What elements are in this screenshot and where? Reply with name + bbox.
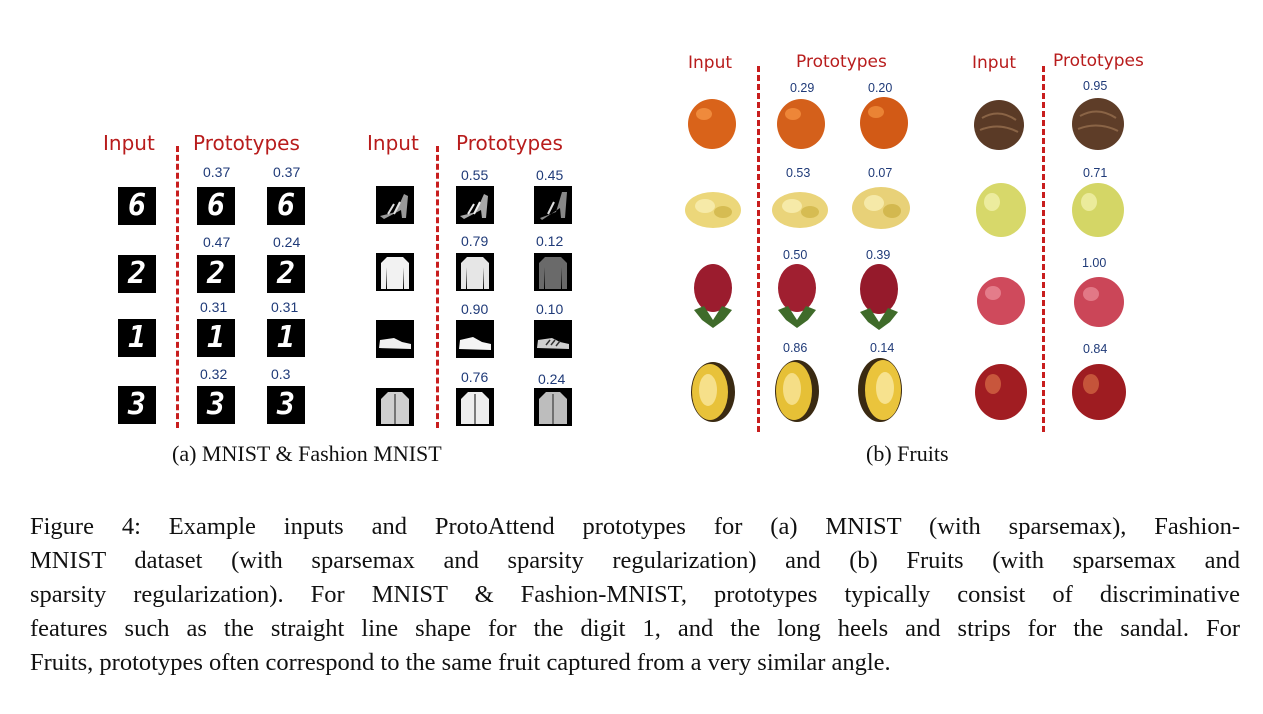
jacket-icon: [534, 388, 572, 426]
divider-dashed: [176, 146, 179, 428]
mnist-prototype-digit: 1: [197, 319, 235, 357]
lemon-half-icon: [775, 360, 819, 422]
prototype-score: 0.10: [536, 301, 564, 317]
sneaker-icon: [456, 320, 494, 358]
mnist-input-digit: 1: [118, 319, 156, 357]
green-apple-icon: [976, 183, 1026, 237]
lemon-half-icon: [691, 362, 735, 422]
prototype-score: 0.76: [461, 369, 489, 385]
caption-line: MNIST dataset (with sparsemax and sparsi…: [30, 547, 1240, 574]
yellow-flower-fruit-icon: [772, 192, 828, 228]
prototype-score: 0.37: [273, 164, 301, 180]
caption-line: sparsity regularization). For MNIST & Fa…: [30, 581, 1240, 608]
header-input: Input: [688, 53, 733, 73]
prototype-score: 0.29: [790, 81, 815, 95]
figure-caption: Figure 4: Example inputs and ProtoAttend…: [30, 510, 1240, 680]
prototype-score: 0.90: [461, 301, 489, 317]
mnist-prototype-digit: 6: [197, 187, 235, 225]
prototype-score: 0.79: [461, 233, 489, 249]
mnist-input-digit: 6: [118, 187, 156, 225]
prototype-score: 0.50: [783, 248, 808, 262]
prototype-score: 0.71: [1083, 166, 1108, 180]
sandal-icon: [376, 186, 414, 224]
mnist-prototype-digit: 1: [267, 319, 305, 357]
prototype-score: 0.31: [200, 299, 228, 315]
prototype-score: 0.07: [868, 166, 893, 180]
yellow-flower-fruit-icon: [685, 192, 741, 228]
mnist-prototype-digit: 3: [197, 386, 235, 424]
red-apple-icon: [975, 364, 1027, 420]
red-apple-icon: [1072, 364, 1126, 420]
prototype-score: 0.53: [786, 166, 811, 180]
prototype-score: 0.31: [271, 299, 299, 315]
header-prototypes: Prototypes: [1053, 51, 1144, 71]
apricot-icon: [860, 97, 908, 149]
prototype-score: 0.14: [870, 341, 895, 355]
prototype-score: 0.24: [273, 234, 301, 250]
sweater-icon: [376, 253, 414, 291]
prototype-score: 0.45: [536, 167, 564, 183]
prototype-score: 0.3: [271, 366, 291, 382]
prototype-score: 0.55: [461, 167, 489, 183]
header-input: Input: [972, 53, 1017, 73]
divider-dashed: [757, 66, 760, 432]
prototype-score: 0.47: [203, 234, 231, 250]
strawberry-icon: [694, 264, 732, 328]
caption-line: features such as the straight line shape…: [30, 615, 1240, 642]
strawberry-icon: [860, 264, 898, 330]
header-prototypes: Prototypes: [456, 131, 563, 155]
header-input: Input: [103, 131, 155, 155]
lychee-icon: [977, 277, 1025, 325]
green-apple-icon: [1072, 183, 1124, 237]
mnist-prototype-digit: 3: [267, 386, 305, 424]
strawberry-icon: [778, 264, 816, 328]
header-prototypes: Prototypes: [796, 52, 887, 72]
divider-dashed: [1042, 66, 1045, 432]
prototype-score: 0.95: [1083, 79, 1108, 93]
sweater-icon: [456, 253, 494, 291]
subcaption-a: (a) MNIST & Fashion MNIST: [172, 441, 442, 466]
prototype-score: 0.86: [783, 341, 808, 355]
prototype-score: 0.32: [200, 366, 228, 382]
mnist-input-digit: 2: [118, 255, 156, 293]
caption-line: Figure 4: Example inputs and ProtoAttend…: [30, 513, 1240, 540]
prototype-score: 0.24: [538, 371, 566, 387]
sneaker-icon: [376, 320, 414, 358]
prototype-score: 0.12: [536, 233, 564, 249]
mnist-input-digit: 3: [118, 386, 156, 424]
mnist-prototype-digit: 2: [267, 255, 305, 293]
caption-line: Fruits, prototypes often correspond to t…: [30, 649, 891, 676]
prototype-score: 0.39: [866, 248, 891, 262]
sneaker-icon: [534, 320, 572, 358]
header-prototypes: Prototypes: [193, 131, 300, 155]
prototype-score: 0.84: [1083, 342, 1108, 356]
subcaption-b: (b) Fruits: [866, 441, 949, 466]
sweater-icon: [534, 253, 572, 291]
walnut-icon: [974, 100, 1024, 150]
sandal-icon: [456, 186, 494, 224]
jacket-icon: [456, 388, 494, 426]
mnist-prototype-digit: 2: [197, 255, 235, 293]
sandal-icon: [534, 186, 572, 224]
lemon-half-icon: [858, 358, 902, 422]
apricot-icon: [688, 99, 736, 149]
mnist-prototype-digit: 6: [267, 187, 305, 225]
divider-dashed: [436, 146, 439, 428]
prototype-score: 0.37: [203, 164, 231, 180]
walnut-icon: [1072, 98, 1124, 150]
apricot-icon: [777, 99, 825, 149]
lychee-icon: [1074, 277, 1124, 327]
prototype-score: 0.20: [868, 81, 893, 95]
header-input: Input: [367, 131, 419, 155]
prototype-score: 1.00: [1082, 256, 1107, 270]
yellow-flower-fruit-icon: [852, 187, 910, 229]
jacket-icon: [376, 388, 414, 426]
